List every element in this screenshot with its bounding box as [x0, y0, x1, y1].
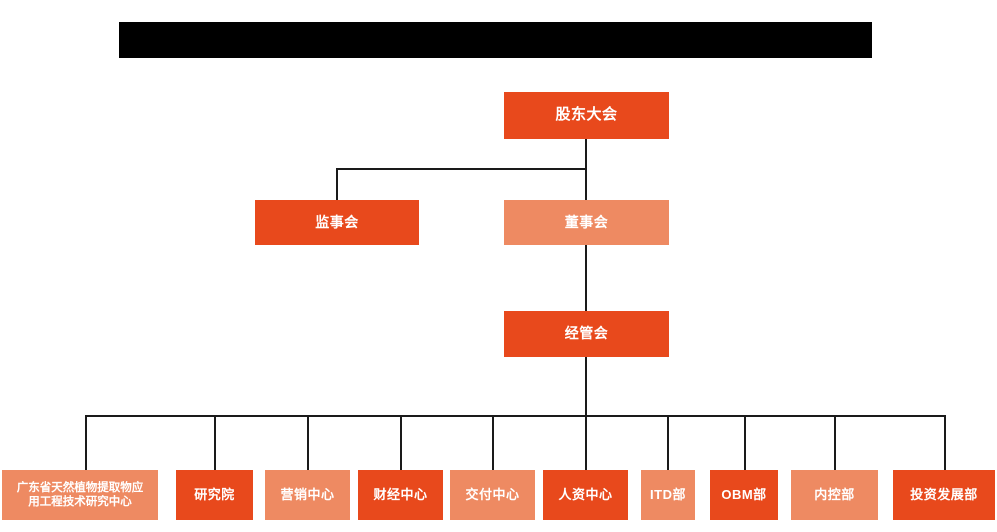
connector-level2-bar	[336, 168, 587, 170]
node-research-center[interactable]: 广东省天然植物提取物应 用工程技术研究中心	[2, 470, 158, 520]
node-investment-development-department[interactable]: 投资发展部	[893, 470, 995, 520]
connector-management-down	[585, 357, 587, 416]
connector-board-to-management	[585, 245, 587, 311]
connector-to-board-of-directors	[585, 168, 587, 200]
connector-to-research-center	[85, 415, 87, 470]
node-internal-control-department[interactable]: 内控部	[791, 470, 878, 520]
node-finance-center[interactable]: 财经中心	[358, 470, 443, 520]
connector-to-delivery-center	[492, 415, 494, 470]
node-marketing-center[interactable]: 营销中心	[265, 470, 350, 520]
connector-to-marketing-center	[307, 415, 309, 470]
redacted-title-bar	[119, 22, 872, 58]
node-research-institute[interactable]: 研究院	[176, 470, 253, 520]
connector-to-itd-department	[667, 415, 669, 470]
node-itd-department[interactable]: ITD部	[641, 470, 695, 520]
node-management-committee[interactable]: 经管会	[504, 311, 669, 357]
node-hr-center[interactable]: 人资中心	[543, 470, 628, 520]
connector-to-internal-control-department	[834, 415, 836, 470]
connector-to-investment-development-department	[944, 415, 946, 470]
node-board-of-directors[interactable]: 董事会	[504, 200, 669, 245]
connector-to-obm-department	[744, 415, 746, 470]
connector-to-hr-center	[585, 415, 587, 470]
node-shareholders-meeting[interactable]: 股东大会	[504, 92, 669, 139]
connector-shareholders-down	[585, 139, 587, 169]
connector-to-research-institute	[214, 415, 216, 470]
node-obm-department[interactable]: OBM部	[710, 470, 778, 520]
connector-to-supervisory-board	[336, 168, 338, 200]
node-delivery-center[interactable]: 交付中心	[450, 470, 535, 520]
node-supervisory-board[interactable]: 监事会	[255, 200, 419, 245]
connector-departments-bus	[85, 415, 946, 417]
connector-to-finance-center	[400, 415, 402, 470]
